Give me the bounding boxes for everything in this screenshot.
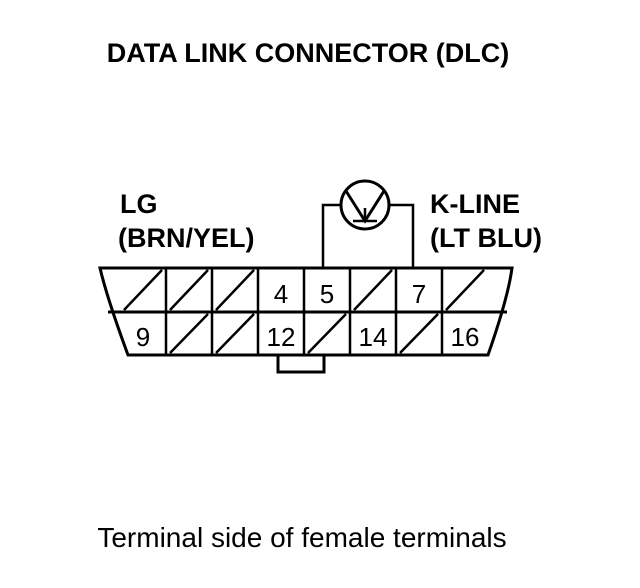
connector-outline [98,266,514,357]
empty-cavity-bottom-2 [169,313,209,354]
diagram-caption: Terminal side of female terminals [97,522,506,553]
empty-cavity-top-6 [353,269,393,311]
empty-cavity-top-1 [123,269,163,311]
empty-cavity-top-3 [215,269,255,311]
pin-number-9: 9 [136,322,150,352]
test-leads [321,203,415,268]
right-label-line1: K-LINE [430,189,520,219]
left-label-line2: (BRN/YEL) [118,223,255,253]
pin-number-14: 14 [359,322,388,352]
locking-tab [276,353,326,374]
voltmeter-icon [339,179,391,231]
empty-cavity-bottom-7 [399,313,439,354]
empty-cavity-top-8 [445,269,485,311]
pin-number-16: 16 [451,322,480,352]
empty-cavity-bottom-5 [307,313,347,354]
right-label-line2: (LT BLU) [430,223,542,253]
pin-number-12: 12 [267,322,296,352]
pin-grid: 4 5 7 9 12 14 16 [108,268,507,355]
pin-number-7: 7 [412,279,426,309]
empty-cavity-top-2 [169,269,209,311]
diagram-title: DATA LINK CONNECTOR (DLC) [107,38,509,68]
pin-number-4: 4 [274,279,288,309]
left-label-line1: LG [120,189,158,219]
empty-cavity-bottom-3 [215,313,255,354]
pin-number-5: 5 [320,279,334,309]
